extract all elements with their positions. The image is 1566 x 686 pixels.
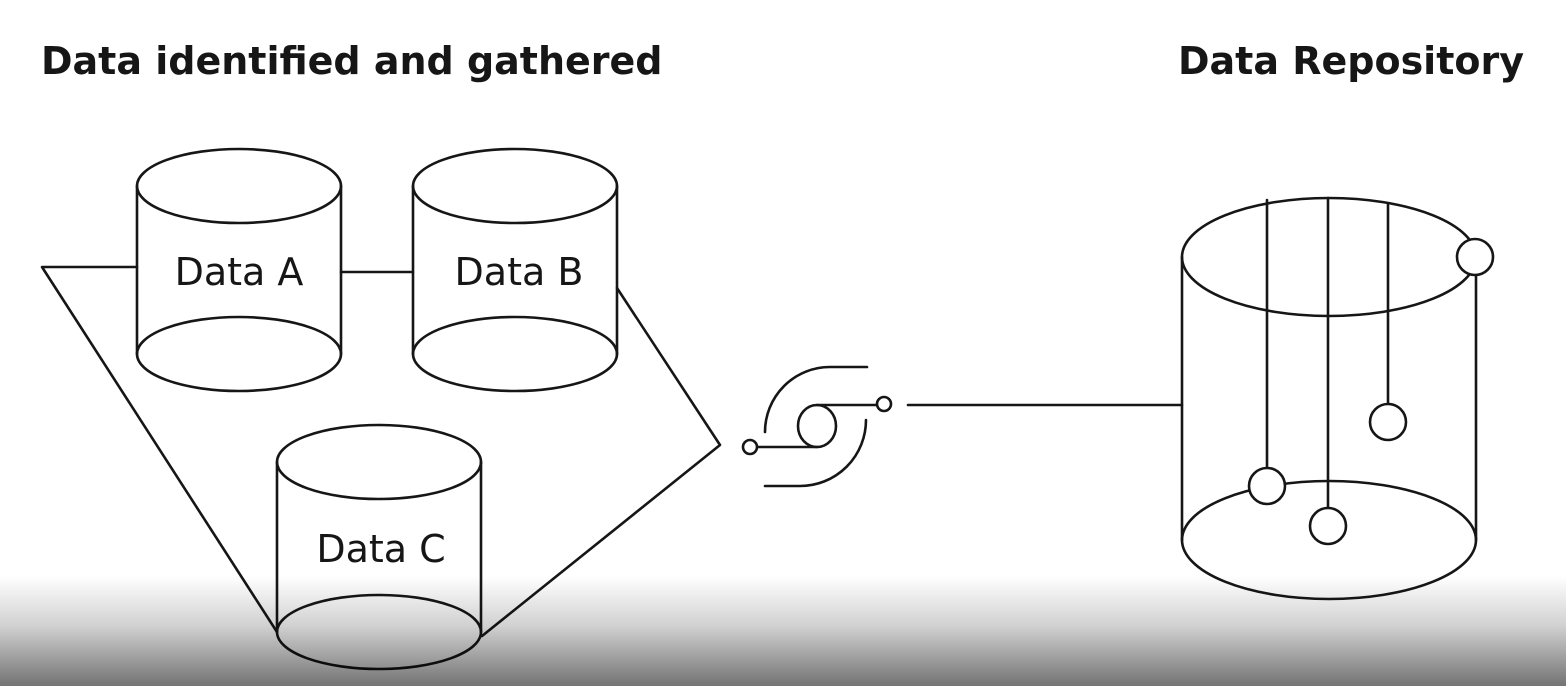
cylinder-data-b: Data B (411, 147, 619, 393)
data-repository-icon (1180, 196, 1495, 601)
label-data-c: Data C (316, 527, 445, 571)
cylinder-data-a: Data A (135, 147, 343, 393)
gathering-funnel (40, 265, 722, 638)
cylinder-data-c: Data C (275, 423, 483, 671)
heading-data-gathered: Data identified and gathered (41, 39, 663, 83)
label-data-a: Data A (175, 250, 304, 294)
label-data-b: Data B (455, 250, 584, 294)
data-pipeline-icon (741, 365, 893, 488)
heading-data-repository: Data Repository (1178, 39, 1524, 83)
